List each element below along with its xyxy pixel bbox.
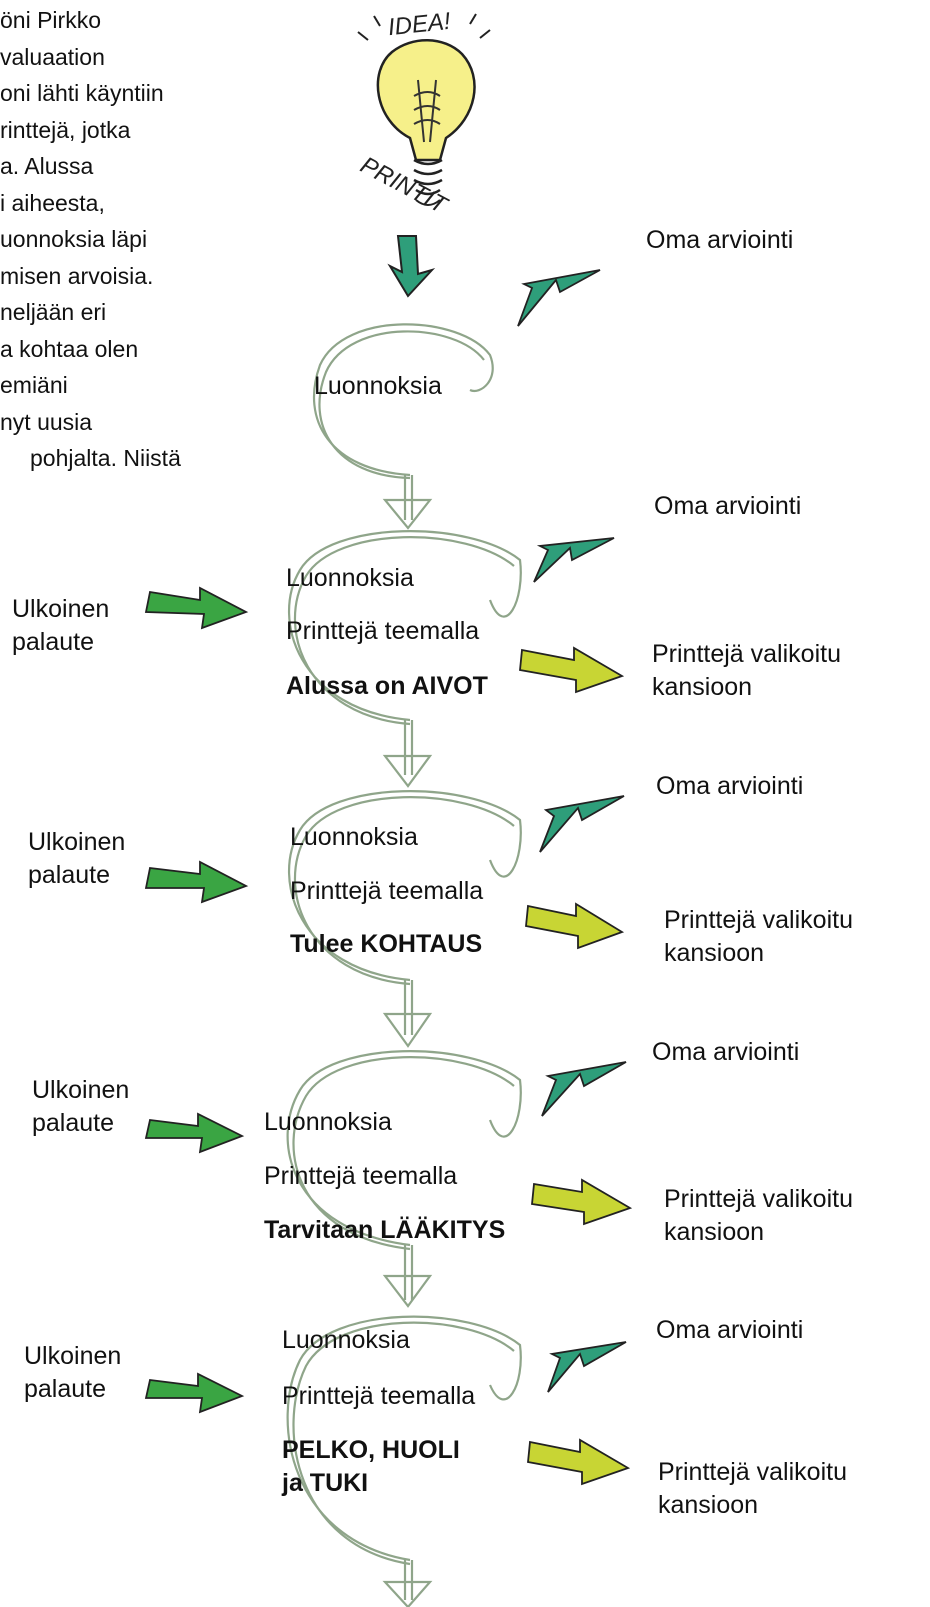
stage-line: Printtejä teemalla [264,1162,458,1190]
intro-line: valuaation [0,43,105,70]
intro-line: uonnoksia läpi [0,226,148,252]
stage-line: Luonnoksia [282,1326,410,1354]
loop-head-4 [382,1274,433,1308]
teal-arrow-icon [539,795,625,853]
intro-line: emiäni [0,372,68,398]
green-arrow-icon [144,1112,245,1154]
intro-line: a. Alussa [0,153,94,179]
stage-theme: Alussa on AIVOT [286,672,488,700]
own-assessment-label: Oma arviointi [646,226,794,254]
intro-line: neljään eri [0,299,107,325]
output-label: Printtejä valikoitu kansioon [664,1185,853,1246]
intro-line: rinttejä, jotka [0,116,131,143]
teal-arrow-icon [541,1061,627,1117]
intro-line: pohjalta. Niistä [30,445,181,471]
green-arrow-icon [144,586,249,630]
stage-line: Luonnoksia [264,1108,392,1136]
loop-5 [286,1315,522,1562]
feedback-label: Ulkoinen palaute [24,1342,122,1403]
feedback-label: Ulkoinen palaute [32,1076,130,1137]
stage-line: Printtejä teemalla [286,617,480,645]
down-arrow-icon [387,235,436,298]
green-arrow-icon [144,1372,245,1414]
output-label: Printtejä valikoitu kansioon [658,1458,847,1519]
stage-line: Luonnoksia [290,823,418,851]
intro-line: öni Pirkko [0,7,101,33]
teal-arrow-icon [533,537,615,583]
loop-head-5 [382,1580,433,1607]
own-assessment-label: Oma arviointi [654,492,802,520]
output-label: Printtejä valikoitu kansioon [652,640,841,701]
loop-4b [292,1056,515,1251]
own-assessment-arrows [517,269,627,1393]
yellow-arrow-icon [527,1438,631,1486]
stage-line: Printtejä teemalla [290,877,484,905]
output-arrows [519,646,633,1486]
loop-2b [293,536,515,726]
teal-arrow-icon [547,1341,627,1393]
own-assessment-label: Oma arviointi [656,772,804,800]
loop-head-3 [382,1012,433,1048]
intro-line: i aiheesta, [0,189,105,216]
feedback-label: Ulkoinen palaute [12,595,110,656]
yellow-arrow-icon [519,646,625,694]
intro-line: nyt uusia [0,408,93,435]
yellow-arrow-icon [525,902,625,950]
own-assessment-label: Oma arviointi [652,1038,800,1066]
stage-theme: PELKO, HUOLI ja TUKI [282,1436,460,1497]
stage-line: Luonnoksia [286,564,414,592]
intro-line: a kohtaa olen [0,335,139,362]
stage-line: Printtejä teemalla [282,1382,476,1410]
stage-theme: Tulee KOHTAUS [290,930,483,958]
loop-3b [293,796,515,986]
yellow-arrow-icon [531,1178,633,1226]
loop-head-1 [382,498,433,530]
loop-1b [318,330,485,480]
stage-label: Luonnoksia [314,372,442,400]
loop-head-2 [382,754,433,788]
feedback-label: Ulkoinen palaute [28,828,126,889]
teal-arrow-icon [517,269,601,327]
stage-theme: Tarvitaan LÄÄKITYS [264,1216,506,1244]
intro-text: öni Pirkko valuaation oni lähti käyntiin… [0,2,181,477]
intro-line: oni lähti käyntiin [0,80,164,106]
loop-5b [292,1321,515,1566]
loops [286,323,522,1607]
lightbulb-icon [357,13,491,206]
feedback-arrows [144,586,249,1414]
output-label: Printtejä valikoitu kansioon [664,906,853,967]
green-arrow-icon [144,860,249,904]
own-assessment-label: Oma arviointi [656,1316,804,1344]
intro-line: misen arvoisia. [0,262,154,289]
bulb-top-text: IDEA! [387,8,452,41]
